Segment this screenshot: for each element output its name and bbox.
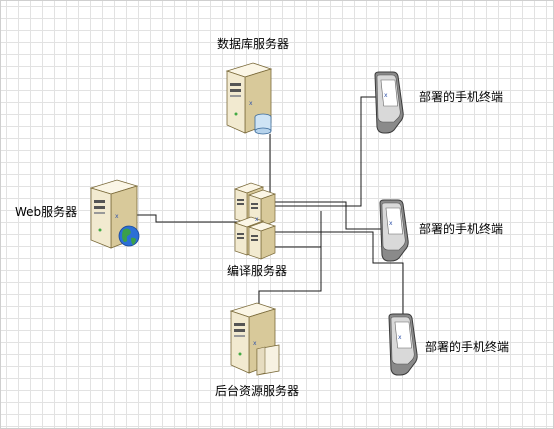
wire-compile-to-phone-2	[259, 201, 386, 230]
database-server-icon: x	[225, 62, 273, 135]
svg-text:x: x	[253, 340, 257, 347]
compile-server-cluster-icon: x	[233, 182, 277, 260]
web-server-icon: x	[89, 179, 140, 249]
svg-text:x: x	[398, 334, 402, 341]
backend-resource-server-icon: x	[229, 302, 280, 376]
wire-compile-to-phone-1	[259, 96, 386, 207]
mobile-phone-2-icon: x	[379, 199, 409, 262]
svg-text:x: x	[249, 100, 253, 107]
svg-text:x: x	[115, 213, 119, 220]
compile-server-label: 编译服务器	[227, 264, 288, 278]
phone-2-label: 部署的手机终端	[419, 222, 504, 236]
backend-resource-server-label: 后台资源服务器	[215, 384, 300, 398]
svg-text:x: x	[255, 216, 259, 223]
svg-text:x: x	[384, 92, 388, 99]
database-server-label: 数据库服务器	[217, 37, 290, 51]
mobile-phone-1-icon: x	[374, 71, 404, 134]
phone-1-label: 部署的手机终端	[419, 90, 504, 104]
mobile-phone-3-icon: x	[388, 313, 418, 376]
wire-web-to-compile	[119, 214, 247, 223]
phone-3-label: 部署的手机终端	[425, 340, 510, 354]
svg-text:x: x	[389, 220, 393, 227]
web-server-label: Web服务器	[15, 205, 78, 219]
wire-compile-to-phone-3	[259, 231, 404, 343]
